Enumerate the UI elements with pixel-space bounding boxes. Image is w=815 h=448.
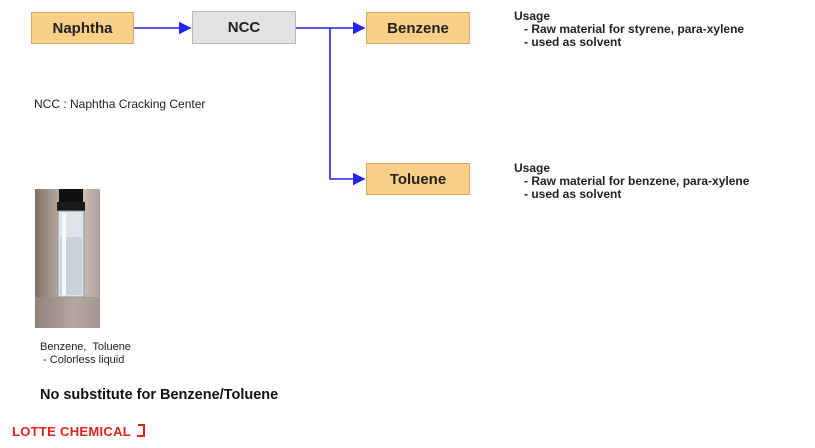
logo-word-1: LOTTE [12, 424, 57, 439]
toluene-label: Toluene [389, 170, 447, 188]
toluene-usage: Usage - Raw material for benzene, para-x… [514, 162, 749, 201]
usage-item: - Raw material for styrene, para-xylene [524, 22, 745, 36]
benzene-label: Benzene [387, 19, 449, 37]
benzene-box: Benzene [366, 12, 470, 44]
usage-heading: Usage [514, 161, 551, 175]
caption-line: Benzene, Toluene [40, 341, 131, 353]
naphtha-box: Naphtha [31, 12, 134, 44]
vial-icon [35, 189, 100, 328]
no-substitute-note: No substitute for Benzene/Toluene [40, 387, 279, 403]
usage-item: - used as solvent [524, 35, 622, 49]
photo-caption: Benzene, Toluene - Colorless liquid [40, 341, 131, 367]
logo-mark-icon [136, 424, 145, 437]
ncc-box: NCC [192, 11, 296, 44]
naphtha-label: Naphtha [52, 19, 113, 37]
logo-word-2: CHEMICAL [60, 424, 131, 439]
usage-heading: Usage [514, 9, 551, 23]
usage-item: - used as solvent [524, 187, 622, 201]
toluene-box: Toluene [366, 163, 470, 195]
ncc-label: NCC [227, 19, 261, 36]
usage-item: - Raw material for benzene, para-xylene [524, 174, 750, 188]
ncc-definition: NCC : Naphtha Cracking Center [34, 97, 206, 111]
company-logo: LOTTE CHEMICAL [12, 424, 146, 439]
vial-photo [35, 189, 100, 328]
arrow-ncc-to-toluene [329, 28, 366, 186]
caption-line: - Colorless liquid [40, 354, 125, 366]
benzene-usage: Usage - Raw material for styrene, para-x… [514, 10, 744, 49]
